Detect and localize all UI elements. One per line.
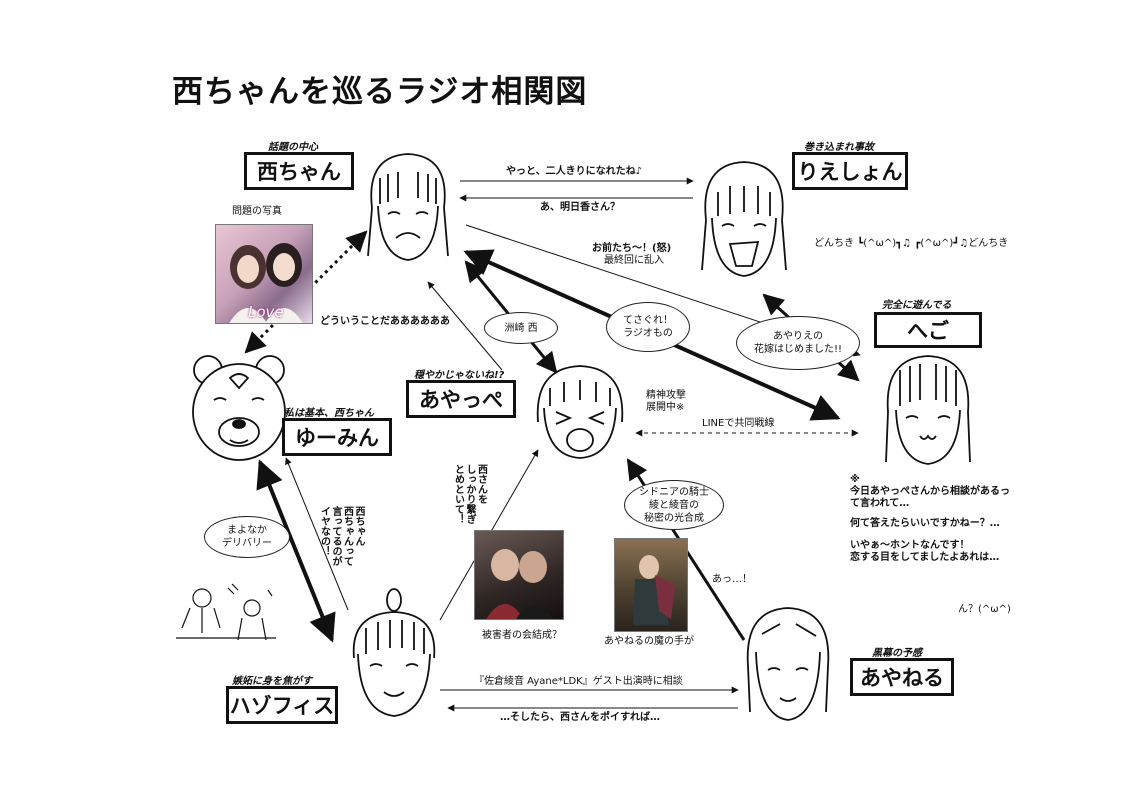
aa-text: あっ…！ — [712, 574, 752, 587]
sydonia-bubble: シドニアの騎士綾と綾音の秘密の光合成 — [624, 480, 724, 530]
note-line2: 今日あやっぺさんから相談があるっ — [850, 486, 1010, 499]
yuumin-name-box: ゆーみん — [282, 418, 392, 456]
photo-love-label: Love — [248, 303, 284, 321]
photo-ayaneru-caption: あやねるの魔の手が — [604, 636, 694, 649]
rieshon-shout-2: 最終回に乱入 — [604, 255, 664, 268]
mayonaka-line2: デリバリー — [222, 538, 272, 549]
note-line4: 何て答えたらいいですかねー？… — [850, 518, 1000, 531]
soshitara-text: …そしたら、西さんをポイすれば… — [500, 712, 660, 725]
ayaneru-face-drawing — [740, 604, 836, 724]
hoffice-face-drawing — [346, 588, 442, 726]
mayonaka-line1: まよなか — [227, 525, 267, 536]
hego-bubble-line2: 花嫁はじめました!! — [754, 344, 842, 355]
suzaki-bubble: 洲崎 西 — [484, 312, 558, 344]
hoffice-name-box: ハゾフィス — [226, 686, 338, 724]
ayappe-face-drawing — [530, 362, 630, 462]
douiu-text: どういうことだああああああ — [320, 316, 450, 329]
hoffice-vertical-text: 西ちゃん西ちゃんって言ってるのがイヤなの！ — [318, 506, 364, 570]
hoffice-vert-4: イヤなの！ — [319, 506, 330, 556]
tesagure-bubble: てさぐれ！ ラジオもの — [606, 302, 690, 352]
hego-bubble: あやりえの花嫁はじめました!! — [736, 316, 860, 370]
hego-role: 完全に遊んでる — [882, 296, 952, 311]
seishin-line1: 精神攻撃 — [646, 390, 686, 403]
ayappe-role: 穏やかじゃないね!? — [414, 366, 504, 381]
photo-ayaneru — [614, 538, 688, 632]
nishi-name-box: 西ちゃん — [244, 152, 354, 190]
hoffice-role: 嫉妬に身を焦がす — [232, 672, 312, 687]
note-line3: て言われて… — [850, 498, 909, 511]
photo-victims-caption: 被害者の会結成？ — [482, 630, 562, 643]
hoffice-vert-1: 西ちゃん — [353, 506, 364, 546]
hego-bubble-line1: あやりえの — [773, 331, 823, 342]
ayappe-vertical-text: 西さんをしっかり繋ぎとめといて！ — [452, 464, 487, 524]
rieshon-face-drawing — [694, 158, 794, 280]
yuumin-role: 私は基本、西ちゃん — [284, 404, 374, 419]
nishi-role: 話題の中心 — [268, 138, 318, 153]
tesagure-line1: てさぐれ！ — [623, 315, 673, 326]
nishi-face-drawing — [358, 148, 458, 268]
photo-problem: Love — [215, 224, 313, 324]
consult-text: 『佐倉綾音 Ayane*LDK』ゲスト出演時に相談 — [474, 676, 683, 689]
mayonaka-bubble: まよなかデリバリー — [204, 516, 290, 558]
ayappe-vert-1: 西さんを — [476, 464, 487, 504]
tesagure-line2: ラジオもの — [623, 328, 673, 339]
hoffice-vert-2: 西ちゃんって — [342, 506, 353, 566]
photo-victims-figures — [475, 531, 564, 620]
rieshon-shout-1: お前たち〜！(怒) — [592, 243, 671, 256]
photo-ayaneru-figures — [615, 539, 688, 632]
rieshon-to-nishi-text: あ、明日香さん？ — [540, 202, 620, 215]
photo-victims — [474, 530, 564, 620]
ayaneru-name-box: あやねる — [850, 658, 954, 696]
hego-name-box: へご — [874, 312, 982, 348]
hego-face-text: ん？(^ω^) — [958, 604, 1011, 617]
note-line5: いやぁ〜ホントなんです！ — [850, 540, 970, 553]
line-text: LINEで共同戦線 — [700, 418, 776, 431]
yuumin-bear-drawing — [190, 352, 288, 464]
rieshon-role: 巻き込まれ事故 — [804, 138, 874, 153]
rieshon-name-box: りえしょん — [792, 152, 908, 190]
ayappe-name-box: あやっぺ — [406, 380, 516, 418]
sydonia-line2: 綾と綾音の — [649, 500, 699, 511]
ayaneru-role: 黒幕の予感 — [872, 644, 922, 659]
hoffice-vert-3: 言ってるのが — [330, 506, 341, 566]
ayappe-vert-2: しっかり繋ぎ — [464, 464, 475, 524]
note-line1: ※ — [850, 474, 860, 487]
ayappe-vert-3: とめといて！ — [453, 464, 464, 524]
sydonia-line1: シドニアの騎士 — [639, 487, 709, 498]
hego-face-drawing — [878, 352, 978, 470]
crowd-doodle — [172, 578, 282, 648]
suzaki-text: 洲崎 西 — [504, 322, 537, 335]
seishin-line2: 展開中※ — [646, 402, 684, 415]
sydonia-line3: 秘密の光合成 — [644, 513, 704, 524]
nishi-to-rieshon-text: やっと、二人きりになれたね♪ — [506, 166, 642, 179]
note-line6: 恋する目をしてましたよあれは… — [850, 552, 999, 565]
photo-problem-caption: 問題の写真 — [232, 206, 282, 219]
rieshon-chant: どんちき ┗(^ω^)┓♫ ┏(^ω^)┛♫どんちき — [814, 238, 1008, 251]
